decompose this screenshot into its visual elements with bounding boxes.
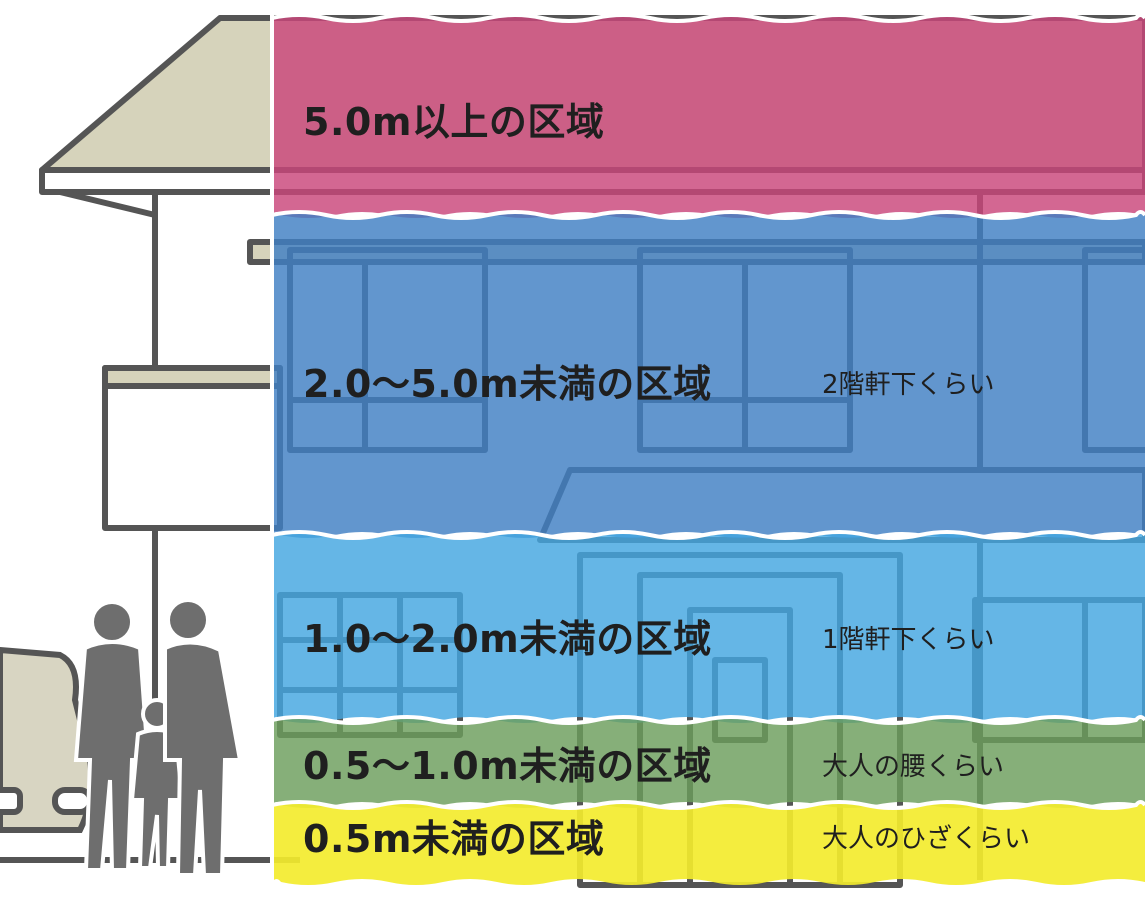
depth-bands bbox=[270, 13, 1145, 885]
band-divider-1 bbox=[271, 800, 1145, 810]
depth-band-2 bbox=[272, 717, 1145, 808]
zone-4-label: 2.0〜5.0m未満の区域 bbox=[303, 362, 712, 406]
zone-1-label: 0.5m未満の区域 bbox=[303, 817, 605, 861]
band-divider-3 bbox=[271, 530, 1145, 540]
zone-2-note: 大人の腰くらい bbox=[822, 752, 1005, 782]
band-divider-4 bbox=[271, 210, 1145, 220]
depth-band-1 bbox=[272, 802, 1145, 885]
band-divider-2 bbox=[271, 715, 1145, 725]
adult-woman-figure bbox=[73, 600, 151, 872]
zone-2-label: 0.5〜1.0m未満の区域 bbox=[303, 744, 712, 788]
band-divider-5 bbox=[271, 13, 1145, 23]
zone-1-note: 大人のひざくらい bbox=[822, 824, 1031, 854]
adult-man-figure bbox=[163, 598, 243, 877]
balcony bbox=[102, 365, 283, 531]
depth-band-3 bbox=[272, 532, 1145, 723]
zone-5-label: 5.0m以上の区域 bbox=[303, 100, 605, 144]
zone-4-note: 2階軒下くらい bbox=[822, 370, 995, 400]
depth-band-5 bbox=[272, 15, 1145, 218]
people-silhouettes bbox=[73, 598, 243, 877]
zone-3-note: 1階軒下くらい bbox=[822, 625, 995, 655]
zone-3-label: 1.0〜2.0m未満の区域 bbox=[303, 617, 712, 661]
depth-band-4 bbox=[272, 212, 1145, 538]
